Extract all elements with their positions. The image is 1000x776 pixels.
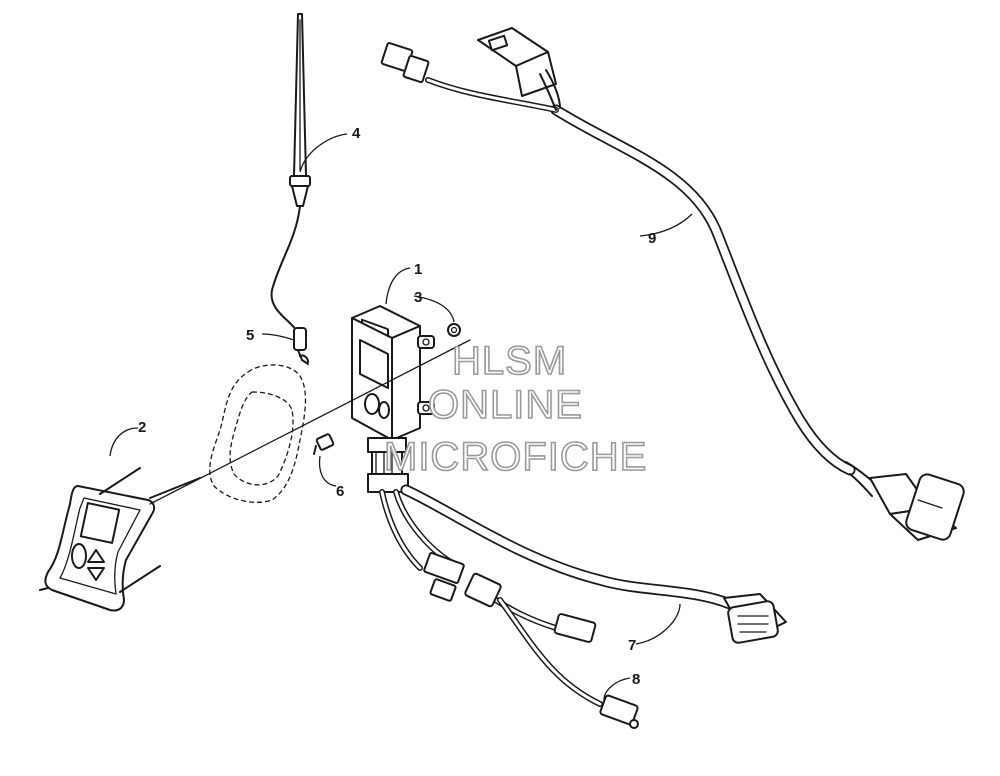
callout-8: 8 xyxy=(632,671,640,688)
display-bezel-part-2 xyxy=(39,467,201,612)
leader-lines xyxy=(109,133,693,701)
screw-part-6 xyxy=(313,433,335,455)
callout-7: 7 xyxy=(628,637,636,654)
control-module-part-1 xyxy=(351,305,435,493)
callout-4: 4 xyxy=(352,125,361,142)
main-harness-part-9 xyxy=(380,27,965,541)
watermark-line-3: MICROFICHE xyxy=(384,435,647,479)
watermark-line-2: ONLINE xyxy=(428,383,583,427)
watermark-line-1: HLSM xyxy=(452,339,567,383)
callout-5: 5 xyxy=(246,327,254,344)
sub-harness-part-7 xyxy=(379,484,787,644)
clip-part-5 xyxy=(293,327,309,365)
nut-part-3 xyxy=(447,323,461,337)
callout-2: 2 xyxy=(138,419,146,436)
wire-lead-part-8 xyxy=(497,597,639,729)
watermark: HLSM ONLINE MICROFICHE xyxy=(383,338,647,480)
alignment-line xyxy=(149,339,471,505)
callout-3: 3 xyxy=(414,289,422,306)
callout-labels: 1 2 3 4 5 6 7 8 9 xyxy=(138,125,656,688)
callout-9: 9 xyxy=(648,230,656,247)
mounting-panel-outline xyxy=(209,364,307,503)
callout-1: 1 xyxy=(414,261,422,278)
antenna-part-4 xyxy=(270,13,311,331)
callout-6: 6 xyxy=(336,483,344,500)
